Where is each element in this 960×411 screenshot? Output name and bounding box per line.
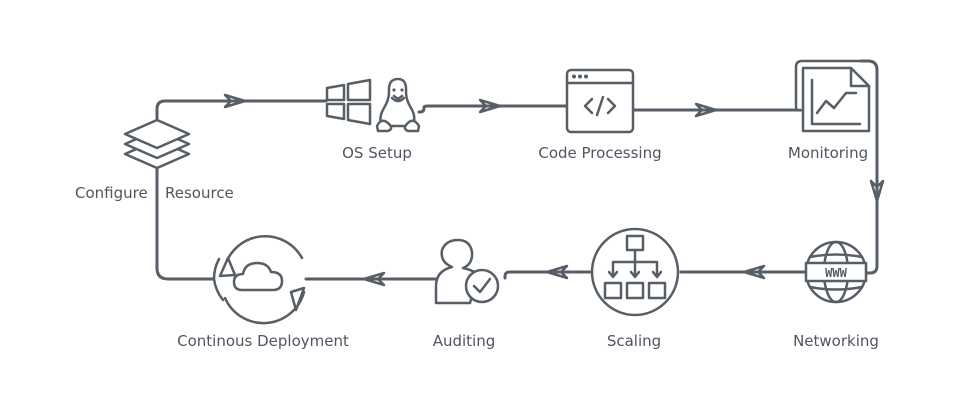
user-check-icon	[434, 238, 500, 305]
label-networking: Networking	[793, 332, 879, 350]
arrow-head	[742, 264, 766, 280]
windows-icon	[325, 78, 372, 126]
label-auditing: Auditing	[433, 332, 496, 350]
hierarchy-icon	[590, 227, 680, 317]
label-code-processing: Code Processing	[538, 144, 661, 162]
arrow-head	[478, 98, 502, 114]
edge-configure-to-os	[155, 99, 328, 120]
label-configure: Configure	[75, 184, 148, 202]
edge-monitoring-to-networking	[859, 59, 879, 275]
edge-deploy-to-configure	[155, 166, 215, 281]
windows-linux-icon	[325, 77, 421, 133]
arrowheads	[223, 93, 885, 287]
label-os-setup: OS Setup	[342, 144, 412, 162]
cloud-sync-icon	[212, 235, 306, 325]
label-scaling: Scaling	[607, 332, 661, 350]
www-glyph: WWW	[825, 266, 847, 280]
linux-penguin-icon	[375, 77, 421, 133]
arrow-head	[694, 102, 718, 118]
globe-www-icon: WWW	[804, 240, 868, 304]
arrow-head	[223, 93, 247, 109]
code-window-icon	[565, 68, 635, 134]
label-resource: Resource	[165, 184, 234, 202]
arrow-head	[869, 179, 885, 203]
labels: Configure Resource OS Setup Code Process…	[75, 144, 879, 350]
edge-os-to-code	[417, 104, 569, 114]
chart-document-icon	[794, 59, 871, 133]
connectors	[155, 59, 879, 281]
layers-stack-icon	[123, 118, 191, 170]
arrow-head	[545, 264, 569, 280]
label-continuous-deployment: Continous Deployment	[177, 332, 349, 350]
arrow-head	[362, 271, 386, 287]
edge-scaling-to-auditing	[503, 270, 592, 280]
label-monitoring: Monitoring	[788, 144, 868, 162]
